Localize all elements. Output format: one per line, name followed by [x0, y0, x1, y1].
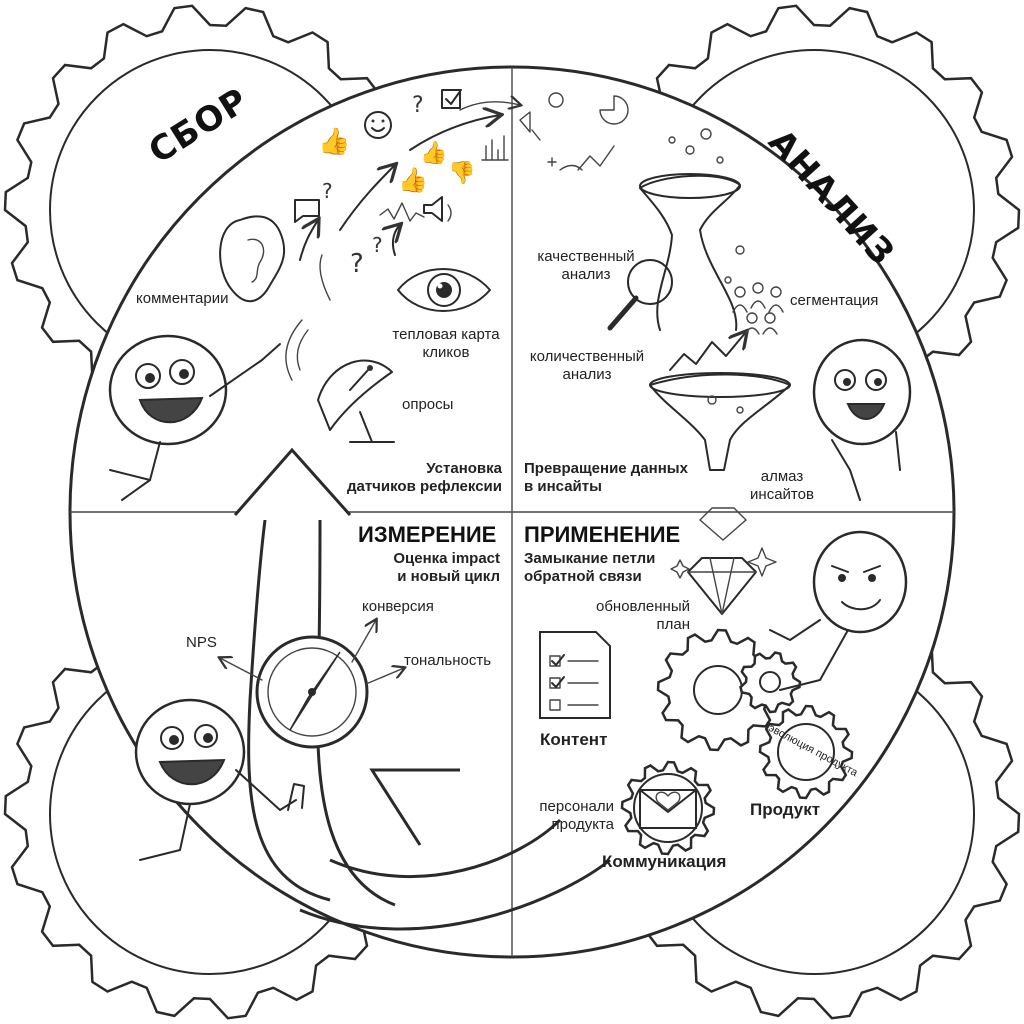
label-segmentation: сегментация [790, 292, 879, 309]
envelope-heart-icon [639, 789, 697, 829]
svg-text:?: ? [350, 249, 364, 279]
label-qualitative-line2: анализ [561, 266, 611, 283]
section-measure-title: ИЗМЕРЕНИЕ [358, 522, 497, 547]
label-communication: Коммуникация [602, 852, 727, 871]
svg-text:👍: 👍 [420, 140, 447, 166]
funnel-icon [639, 128, 791, 471]
svg-text:?: ? [412, 93, 424, 118]
label-tonality: тональность [404, 652, 492, 669]
label-comments: комментарии [136, 290, 229, 307]
cycle-arrow [233, 447, 611, 931]
label-quantitative-line1: количественный [529, 348, 645, 365]
label-product: Продукт [750, 800, 821, 819]
label-plan-line2: план [656, 616, 690, 633]
label-sensors-line1: Установка [426, 460, 502, 477]
svg-text:👎: 👎 [448, 160, 475, 186]
label-nps: NPS [186, 634, 217, 651]
label-qualitative-line1: качественный [537, 248, 635, 265]
gear-main-hub [693, 665, 743, 715]
checklist-icon [539, 631, 611, 719]
label-heatmap: тепловая карта кликов [382, 326, 510, 362]
label-personal: персонали продукта [510, 798, 614, 834]
label-sensors-line2: датчиков рефлексии [346, 478, 502, 495]
character-measure [134, 698, 305, 861]
label-conversion: конверсия [362, 598, 434, 615]
label-surveys: опросы [402, 396, 454, 413]
label-plan: обновленный план [560, 598, 690, 634]
label-insights-line2: в инсайты [524, 478, 602, 495]
gear-small-hub [759, 671, 781, 693]
section-apply-title: ПРИМЕНЕНИЕ [524, 522, 681, 547]
svg-text:?: ? [322, 179, 333, 203]
label-measure-sub: Оценка impact и новый цикл [360, 550, 500, 586]
gear-evolution-hub [777, 723, 835, 781]
character-collect [108, 334, 281, 501]
label-personal-line2: продукта [551, 816, 614, 833]
label-insights-line1: Превращение данных [524, 460, 688, 477]
label-apply-sub: Замыкание петли обратной связи [524, 550, 655, 586]
label-diamond-line2: инсайтов [750, 486, 814, 503]
feedback-symbols: ? ? ? ? 👍 👍 👎 👍 [294, 89, 629, 301]
people-icon [732, 282, 784, 335]
label-heatmap-line1: тепловая карта [392, 326, 500, 343]
diamond-icon [670, 507, 777, 615]
character-apply [769, 530, 908, 691]
label-heatmap-line2: кликов [422, 344, 470, 361]
label-quantitative-line2: анализ [562, 366, 612, 383]
character-analysis [812, 338, 912, 501]
label-insights: Превращение данных в инсайты [524, 460, 688, 496]
label-plan-line1: обновленный [595, 598, 690, 615]
label-diamond: алмаз инсайтов [744, 468, 820, 504]
label-quantitative: количественный анализ [520, 348, 654, 384]
label-diamond-line1: алмаз [760, 468, 804, 485]
satellite-dish-icon [285, 319, 395, 443]
compass-icon [220, 620, 404, 749]
label-content: Контент [540, 730, 608, 749]
label-qualitative: качественный анализ [524, 248, 648, 284]
label-apply-sub-line2: обратной связи [524, 568, 642, 585]
label-measure-sub-line1: Оценка impact [393, 550, 500, 567]
label-measure-sub-line2: и новый цикл [397, 568, 500, 585]
ear-icon [219, 215, 286, 303]
svg-text:?: ? [372, 233, 383, 257]
svg-text:👍: 👍 [318, 126, 350, 157]
svg-text:👍: 👍 [398, 166, 428, 194]
eye-icon [397, 268, 491, 312]
label-sensors: Установка датчиков рефлексии [340, 460, 502, 496]
label-personal-line1: персонали [539, 798, 614, 815]
label-apply-sub-line1: Замыкание петли [524, 550, 656, 567]
magnifier-icon [607, 259, 673, 331]
